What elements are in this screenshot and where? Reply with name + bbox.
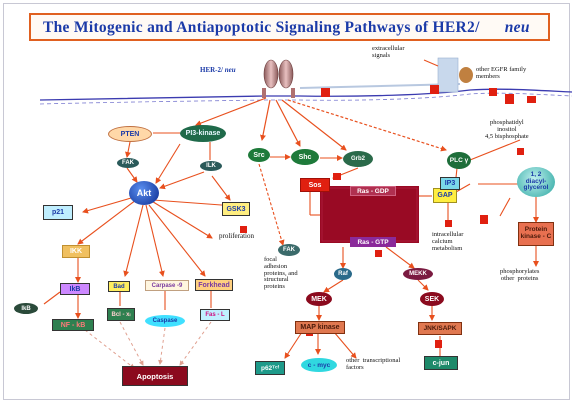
phosphatidyl-label: phosphatidyl inositol 4,5 bisphosphate [485, 119, 529, 140]
forkhead-node: Forkhead [195, 279, 233, 291]
title-main: The Mitogenic and Antiapoptotic Signalin… [43, 19, 480, 36]
src-node: Src [248, 148, 270, 162]
receptor-name: HER-2/ [200, 66, 223, 74]
ilk-node: ILK [200, 161, 222, 171]
extracellular-label: extracellular signals [372, 45, 405, 59]
p21-node: p21 [43, 205, 73, 220]
fak-node-left: FAK [117, 158, 139, 168]
membrane-marker [505, 94, 514, 104]
egfr-receptor-shape [423, 57, 473, 94]
ras-arrows [258, 154, 441, 359]
diacylglycerol-node: 1, 2 diacyl- glycerol [517, 167, 555, 197]
other-tf-label: other transcriptional factors [346, 357, 401, 371]
focal-adhesion-label: focal adhesion proteins, and structural … [264, 256, 298, 291]
gap-node: GAP [433, 188, 457, 203]
bcl-node: Bcl - xₗ [107, 308, 135, 321]
pten-node: PTEN [108, 126, 152, 142]
fasl-node: Fas - L [200, 309, 230, 321]
raf-node: Raf [334, 268, 352, 280]
proliferation-label: proliferation [219, 232, 254, 240]
ikk-node: IKK [62, 245, 90, 258]
ikb-node: IkB [60, 283, 90, 295]
mek-node: MEK [306, 292, 332, 306]
her2-receptor-shape [262, 59, 295, 98]
membrane-marker [321, 88, 330, 97]
ras-gdp-node: Ras - GDP [350, 186, 396, 196]
receptor-label: HER-2/ neu [200, 66, 236, 74]
ras-gtp-node: Ras - GTP [350, 237, 396, 247]
ikb-degraded-node: IkB [14, 303, 38, 314]
caspase9-node: Carpase -9 [145, 280, 189, 291]
mekk-node: MEKK [403, 268, 433, 280]
other-egfr-label: other EGFR family members [476, 66, 527, 80]
akt-arrows [43, 132, 236, 319]
caspase-node: Caspase [145, 315, 185, 327]
diagram-frame [3, 3, 570, 400]
pi3k-node: PI3-kinase [180, 125, 226, 142]
receptor-neu: neu [224, 66, 236, 74]
cjun-node: c-jun [424, 356, 458, 370]
ip3-node: IP3 [440, 177, 460, 190]
membrane-marker [489, 88, 497, 96]
apoptosis-arrows [84, 321, 212, 369]
phosphorylates-label: phosphorylates other proteins [500, 268, 540, 282]
cell-membrane [39, 83, 573, 105]
sek-node: SEK [420, 292, 444, 306]
sos-node: Sos [300, 178, 330, 192]
shc-node: Shc [291, 149, 319, 165]
receptor-arrows [195, 97, 447, 152]
gsk3-node: GSK3 [222, 202, 250, 216]
nfkb-node: NF - kB [52, 319, 94, 331]
membrane-marker [527, 96, 536, 103]
akt-node: Akt [129, 181, 159, 205]
title-box: The Mitogenic and Antiapoptotic Signalin… [29, 13, 550, 41]
protein-kinase-c-node: Protein kinase - C [518, 222, 554, 246]
diagram-title: The Mitogenic and Antiapoptotic Signalin… [43, 19, 530, 37]
jnk-sapk-node: JNK/SAPK [418, 322, 462, 335]
p62-node: p62ᵀᶜᶠ [255, 361, 285, 375]
cmyc-node: c - myc [301, 358, 337, 372]
grb2-node: Grb2 [343, 151, 373, 167]
fak-node-center: FAK [278, 244, 300, 256]
bad-node: Bad [108, 281, 130, 292]
apoptosis-node: Apoptosis [122, 366, 188, 386]
plc-gamma-node: PLC γ [447, 152, 471, 169]
title-neu: neu [504, 19, 530, 36]
intracellular-label: intracellular calcium metabolism [432, 231, 464, 252]
map-kinase-node: MAP kinase [295, 321, 345, 334]
